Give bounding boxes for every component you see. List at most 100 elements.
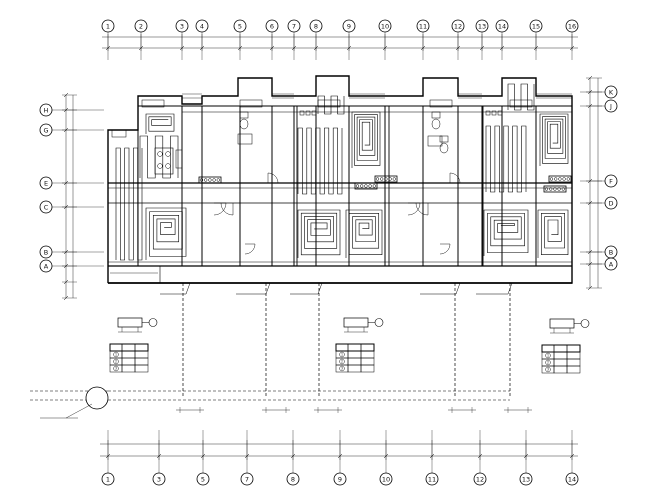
heating-coil	[297, 127, 343, 195]
grid-bubble-right: K	[604, 85, 618, 99]
grid-bubble-bottom: 1	[101, 472, 115, 486]
manifold-valve	[204, 178, 208, 182]
grid-bubble-label: B	[609, 248, 613, 256]
grid-bubble-label: 5	[201, 475, 205, 483]
valve-box-icon	[311, 110, 317, 116]
dim-slash	[63, 249, 69, 255]
legend-cell	[109, 343, 123, 352]
grid-bubble-label: 10	[381, 22, 389, 30]
toilet-tank	[239, 111, 249, 119]
grid-bubble-label: E	[44, 179, 48, 187]
grid-bubble-label: 8	[314, 22, 318, 30]
grid-bubble-circle	[565, 19, 579, 33]
grid-bubble-circle	[175, 19, 189, 33]
building-outline	[107, 75, 573, 284]
manifold-valve	[364, 184, 368, 188]
grid-bubble-circle	[451, 19, 465, 33]
dim-slash	[199, 45, 205, 51]
grid-bubble-top: 3	[175, 19, 189, 33]
grid-bubble-circle	[475, 19, 489, 33]
toilet-tank	[431, 111, 441, 119]
grid-bubble-circle	[604, 174, 618, 188]
piping-layer	[30, 282, 513, 419]
toilet-bowl	[431, 118, 441, 130]
legend-cell	[566, 344, 581, 353]
grid-bubble-circle	[565, 472, 579, 486]
legend-cell	[360, 364, 375, 373]
manifold-valve	[384, 177, 388, 181]
grid-bubble-top: 9	[342, 19, 356, 33]
grid-bubble-label: 10	[382, 475, 390, 483]
grid-bubble-circle	[309, 19, 323, 33]
room-tag-box	[429, 99, 453, 108]
grid-bubble-circle	[39, 103, 53, 117]
manifold-valve	[549, 177, 554, 181]
manifold-valve	[557, 187, 561, 191]
grid-bubble-top: 6	[265, 19, 279, 33]
burner-icon	[157, 163, 163, 169]
dim-slash	[533, 45, 539, 51]
room-tag-box	[111, 129, 127, 138]
legend-tag-label: 3	[115, 367, 117, 371]
dim-slash	[587, 89, 593, 95]
grid-bubble-bottom: 5	[196, 472, 210, 486]
heating-coil	[317, 95, 345, 115]
grid-bubble-circle	[240, 472, 254, 486]
legend-cell	[121, 357, 136, 366]
dim-slash	[63, 107, 69, 113]
room-tag-box	[509, 99, 533, 108]
legend-cell	[347, 350, 362, 359]
grid-bubble-circle	[378, 19, 392, 33]
grid-bubble-top: 16	[565, 19, 579, 33]
dim-slash	[587, 75, 593, 81]
manifold-legend-left: 123	[109, 317, 158, 373]
manifold-valve	[360, 184, 364, 188]
grid-bubble-bottom: 3	[152, 472, 166, 486]
legend-cell	[121, 343, 136, 352]
door-swing	[439, 243, 451, 255]
dim-slash	[337, 453, 343, 459]
walls-layer	[107, 75, 573, 284]
room-tag-box	[239, 99, 263, 108]
dim-slash	[269, 45, 275, 51]
grid-bubble-label: 9	[347, 22, 351, 30]
toilet-bowl	[239, 118, 249, 130]
grid-bubble-bottom: 8	[286, 472, 300, 486]
manifold-body	[354, 182, 378, 190]
grid-bubble-left: G	[39, 123, 53, 137]
grid-bubble-label: 7	[292, 22, 296, 30]
grid-bubble-label: 11	[428, 475, 436, 483]
grid-bubble-circle	[286, 472, 300, 486]
riser-leader	[65, 403, 93, 419]
legend-cell	[553, 365, 568, 374]
manifold-tag-circle	[580, 319, 590, 328]
legend-cell	[553, 358, 568, 367]
manifold-valve	[368, 184, 372, 188]
grid-bubble-circle	[39, 123, 53, 137]
grid-bubble-circle	[233, 19, 247, 33]
manifold-valve	[549, 187, 553, 191]
grid-bubble-top: 13	[475, 19, 489, 33]
heating-coil	[485, 125, 527, 193]
grid-bubble-top: 4	[195, 19, 209, 33]
sink-icon	[175, 149, 183, 169]
grid-bubble-left: A	[39, 259, 53, 273]
grid-bubble-label: D	[608, 199, 613, 207]
washbasin-icon	[427, 135, 443, 147]
legend-tag-circle	[339, 365, 345, 372]
legend-cell	[360, 350, 375, 359]
valve-box-icon	[299, 110, 305, 116]
pipe-leader	[317, 282, 323, 295]
manifold-valve	[372, 184, 376, 188]
legend-tag-label: 2	[115, 360, 117, 364]
toilet-icon	[431, 111, 441, 130]
grid-bubble-label: 13	[522, 475, 530, 483]
legend-header-row	[109, 343, 149, 352]
heating-coil-spiral	[345, 209, 383, 258]
grid-bubble-top: 11	[416, 19, 430, 33]
manifold-tag-circle	[148, 318, 158, 327]
manifold-valve	[554, 177, 558, 181]
dim-slash	[523, 453, 529, 459]
manifold-valve	[553, 187, 557, 191]
grid-bubble-label: 5	[238, 22, 242, 30]
